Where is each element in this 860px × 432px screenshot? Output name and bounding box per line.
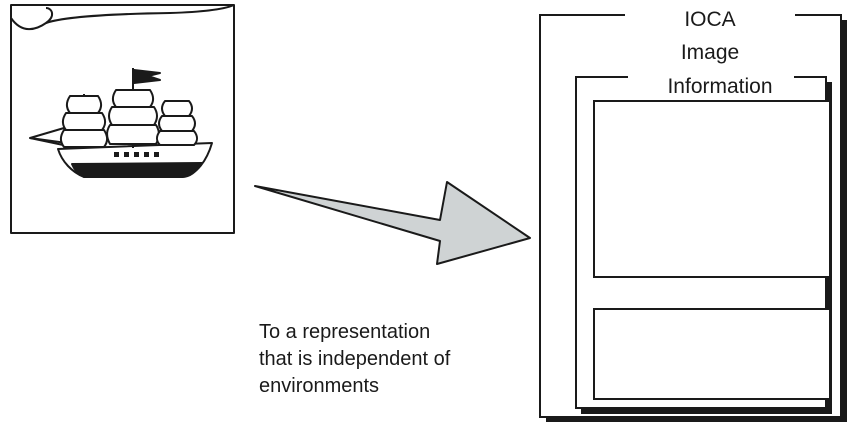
caption-line-3: environments bbox=[259, 373, 450, 400]
caption: To a representation that is independent … bbox=[259, 319, 450, 400]
ioca-title-line-2: Image bbox=[640, 41, 780, 65]
caption-line-2: that is independent of bbox=[259, 346, 450, 373]
caption-line-1: To a representation bbox=[259, 319, 450, 346]
ioca-document bbox=[540, 8, 847, 422]
ioca-title-line-3: Information bbox=[640, 75, 800, 99]
ioca-title-line-1: IOCA bbox=[640, 8, 780, 32]
arrow-right-icon bbox=[255, 182, 530, 264]
